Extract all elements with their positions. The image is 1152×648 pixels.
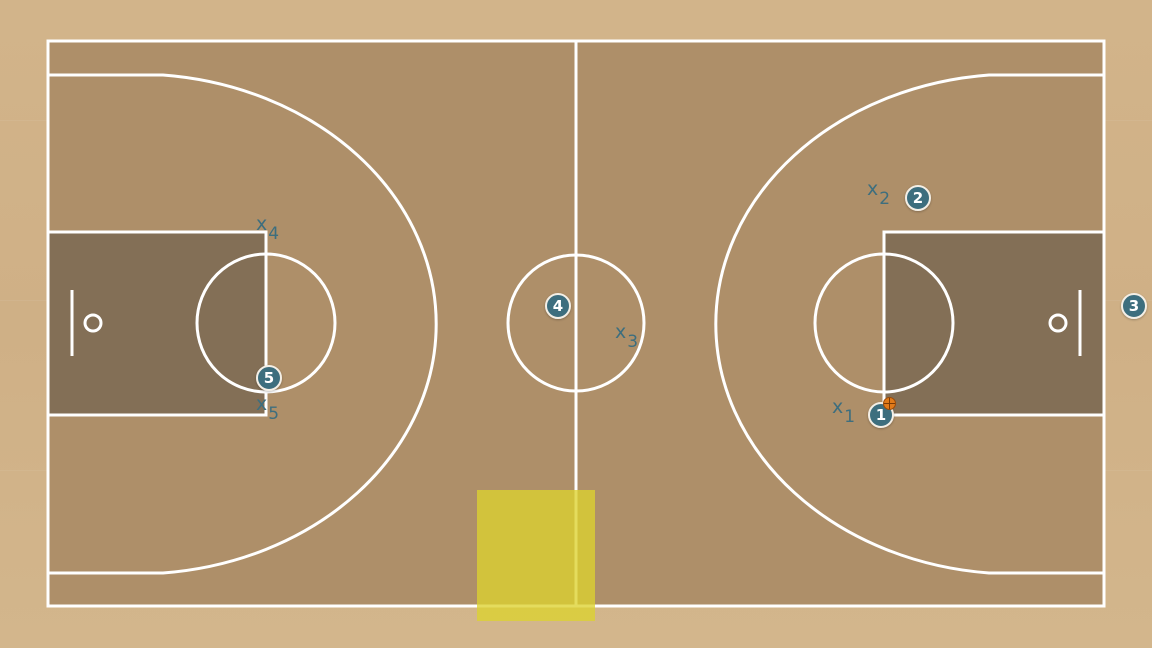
defender-2-number: 2	[879, 189, 891, 209]
defender-2-mark: x	[867, 178, 879, 200]
defender-3-number: 3	[627, 332, 639, 352]
left-paint	[48, 232, 266, 415]
offense-player-3[interactable]: 3	[1121, 293, 1147, 319]
defender-4-number: 4	[268, 224, 280, 244]
left-rim	[83, 313, 103, 333]
offense-player-2[interactable]: 2	[905, 185, 931, 211]
defender-1[interactable]: x1	[832, 396, 855, 427]
defender-2[interactable]: x2	[867, 178, 890, 209]
defender-3-mark: x	[615, 321, 627, 343]
defender-4[interactable]: x4	[256, 213, 279, 244]
defender-5-mark: x	[256, 393, 268, 415]
defender-1-number: 1	[844, 407, 856, 427]
defender-3[interactable]: x3	[615, 321, 638, 352]
left-lane	[46, 230, 268, 417]
basketball-icon[interactable]	[883, 397, 896, 410]
left-free-throw-circle	[195, 252, 337, 394]
defender-5-number: 5	[268, 404, 280, 424]
right-lane	[882, 230, 1106, 417]
offense-player-4[interactable]: 4	[545, 293, 571, 319]
right-three-point-line	[714, 73, 1104, 575]
defender-4-mark: x	[256, 213, 268, 235]
right-paint	[884, 232, 1104, 415]
right-rim	[1048, 313, 1068, 333]
right-free-throw-circle	[813, 252, 955, 394]
highlight-box[interactable]	[477, 490, 595, 621]
center-circle	[506, 253, 646, 393]
defender-1-mark: x	[832, 396, 844, 418]
left-three-point-line	[48, 73, 438, 575]
offense-player-5[interactable]: 5	[256, 365, 282, 391]
defender-5[interactable]: x5	[256, 393, 279, 424]
